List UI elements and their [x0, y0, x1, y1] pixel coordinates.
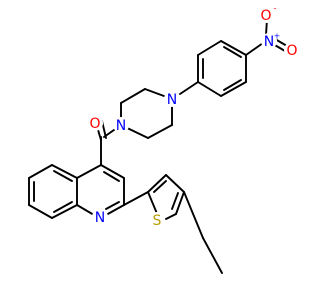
bond-layer	[28, 18, 288, 274]
bond-benzo-4	[28, 204, 53, 219]
nitro-nitrogen-label: N	[264, 34, 274, 50]
bond-nitro-oxygen-right-double	[274, 38, 288, 47]
bond-piperazine-2	[120, 88, 146, 104]
aryl-nitrogen-label: N	[167, 92, 177, 108]
molecule-canvas: O N N N + O - O N S	[28, 3, 300, 274]
bond-phenyl-inner-3	[223, 46, 242, 58]
bond-piperazine-5	[147, 124, 173, 139]
molecule-svg: O N N N + O - O N S	[28, 3, 300, 274]
bond-phenyl-inner-2	[223, 79, 242, 91]
bond-thiophene-4	[147, 191, 159, 217]
bond-quinoline-3	[105, 204, 125, 216]
nitro-oxygen-right-label: O	[286, 43, 297, 59]
bond-quinoline-inner-2	[105, 201, 120, 210]
bond-quinoline-inner-1	[103, 171, 120, 182]
nitro-oxygen-top-label: O	[260, 8, 271, 24]
bond-phenyl-5	[197, 40, 222, 56]
bond-benzo-1	[51, 164, 78, 179]
bond-phenyl-2	[220, 81, 247, 97]
atom-layer: O N N N + O - O N S	[87, 4, 300, 229]
bond-thiophene-2	[165, 174, 185, 193]
amide-nitrogen-label: N	[116, 118, 126, 134]
bond-thiophene-1	[147, 174, 167, 193]
nitro-oxygen-top-charge: -	[274, 4, 277, 13]
bond-benzo-5	[51, 204, 78, 219]
bond-phenyl-4	[220, 40, 247, 56]
nitro-nitrogen-charge: +	[274, 32, 281, 41]
bond-benzo-inner-2	[53, 170, 73, 182]
bond-quinoline-1	[100, 164, 125, 179]
bond-ethyl-1	[183, 191, 204, 239]
bond-benzo-inner-3	[53, 201, 73, 213]
quinoline-nitrogen-label: N	[95, 210, 105, 226]
bond-quinoline-4	[76, 204, 95, 216]
bond-thiophene-3	[175, 191, 185, 215]
bond-piperazine-aryl	[179, 81, 199, 95]
bond-thiophene-inner-1	[153, 180, 167, 193]
bond-quinoline-thiophene	[123, 191, 149, 206]
bond-thiophene-5	[165, 213, 177, 220]
bond-ethyl-2	[202, 237, 223, 274]
bond-benzo-2	[28, 164, 53, 179]
thiophene-sulfur-label: S	[153, 213, 162, 229]
bond-phenyl-nitro	[245, 42, 264, 56]
bond-quinoline-6	[76, 164, 102, 179]
bond-phenyl-1	[197, 81, 222, 97]
carbonyl-oxygen-label: O	[89, 116, 100, 132]
bond-thiophene-inner-2	[171, 192, 179, 210]
